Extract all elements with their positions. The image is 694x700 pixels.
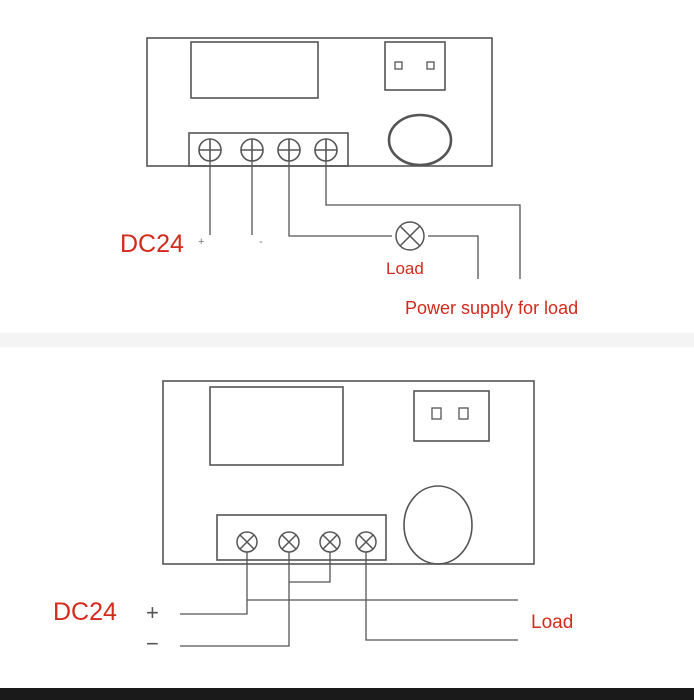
top-power-supply-label: Power supply for load <box>405 298 578 318</box>
bottom-terminal-1 <box>236 531 258 553</box>
top-wire-load-to-supply <box>428 235 479 279</box>
top-terminal-block <box>188 132 349 167</box>
bottom-terminal-2 <box>278 531 300 553</box>
bottom-load-label: Load <box>531 612 573 633</box>
top-wire-to-load <box>288 161 392 237</box>
top-plus-label: + <box>198 236 204 248</box>
top-terminal-1 <box>198 138 222 162</box>
bottom-dark-bar <box>0 688 694 700</box>
bottom-plus-label: + <box>146 600 159 625</box>
bottom-terminal-block <box>216 514 387 561</box>
top-terminal-3 <box>277 138 301 162</box>
top-plug-socket <box>384 41 446 91</box>
top-load-label: Load <box>386 259 424 278</box>
bottom-dc-voltage-label: DC24 <box>53 598 117 626</box>
bottom-wire-negative <box>180 552 290 647</box>
bottom-adjust-knob <box>403 485 473 565</box>
bottom-wire-load-bottom <box>365 552 518 641</box>
top-load-lamp-icon <box>395 221 425 251</box>
top-terminal-2 <box>240 138 264 162</box>
bottom-wire-positive <box>180 552 248 615</box>
top-minus-label: - <box>259 236 263 248</box>
bottom-terminal-4 <box>355 531 377 553</box>
bottom-wire-bridge <box>289 552 331 583</box>
bottom-display-window <box>209 386 344 466</box>
bottom-terminal-3 <box>319 531 341 553</box>
bottom-minus-label: − <box>146 631 159 656</box>
top-wire-supply-return <box>325 161 521 279</box>
bottom-wiring-diagram: DC24 + − Load <box>53 380 573 656</box>
bottom-plug-socket <box>413 390 490 442</box>
top-adjust-knob <box>387 113 453 167</box>
top-wiring-diagram-panel: DC24 + - Load Power supply for load <box>0 0 694 333</box>
bottom-module-body <box>162 380 535 565</box>
top-terminal-4 <box>314 138 338 162</box>
bottom-wiring-diagram-panel: DC24 + − Load <box>0 347 694 688</box>
top-wiring-diagram: DC24 + - Load Power supply for load <box>120 37 578 318</box>
top-dc-voltage-label: DC24 <box>120 230 184 258</box>
top-display-window <box>190 41 319 99</box>
